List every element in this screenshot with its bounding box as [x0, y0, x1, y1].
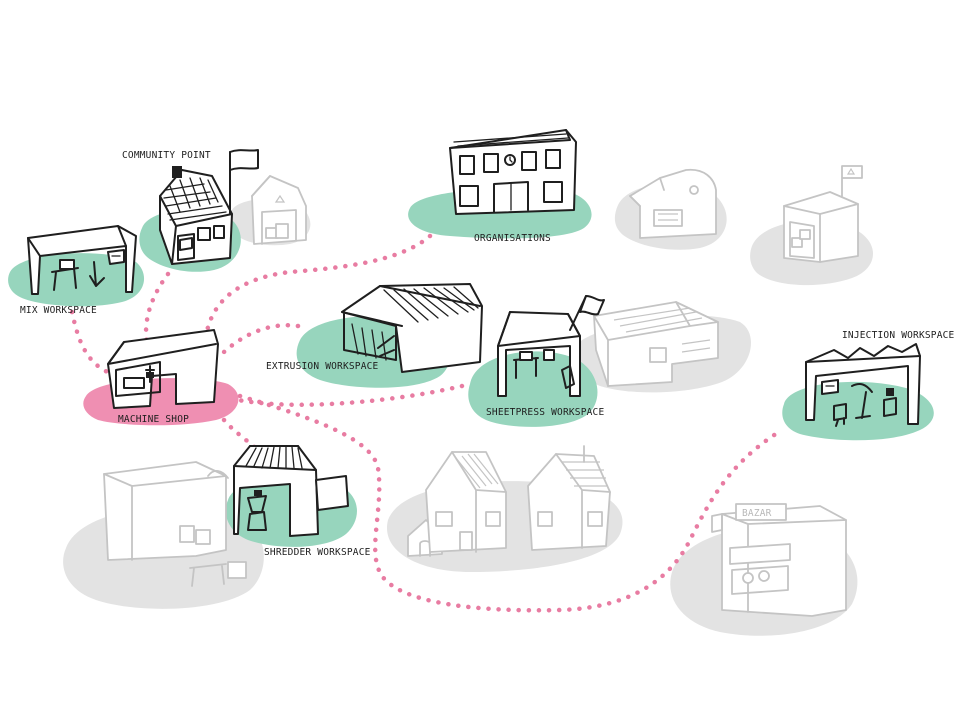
path-mix-to-machine: [69, 309, 115, 377]
organisations-building: [449, 129, 577, 215]
path-extrusion-to-machine: [221, 323, 301, 355]
gray-bazar: BAZAR: [711, 503, 847, 617]
label-injection-workspace: INJECTION WORKSPACE: [842, 330, 955, 341]
gray-warehouse: [593, 301, 719, 387]
recycle-icon: [274, 194, 286, 203]
label-community-point: COMMUNITY POINT: [122, 150, 211, 161]
extrusion-workspace-building: [341, 283, 483, 373]
path-sheetpress-to-machine: [235, 383, 465, 408]
flag-icon: [841, 165, 863, 197]
path-org-to-machine: [203, 233, 433, 339]
injection-workspace-building: [805, 343, 921, 427]
labels: COMMUNITY POINT MIX WORKSPACE ORGANISATI…: [20, 150, 955, 558]
gray-house-small: [251, 175, 307, 245]
gray-houses: [407, 445, 611, 557]
gray-workshop-top-mid: [629, 168, 717, 239]
label-extrusion-workspace: EXTRUSION WORKSPACE: [266, 361, 379, 372]
label-shredder-workspace: SHREDDER WORKSPACE: [264, 547, 371, 558]
path-machine-to-injection: [237, 393, 785, 613]
bazar-sign: [735, 503, 787, 521]
house-icon: [527, 453, 611, 551]
gray-recycling-center: [783, 165, 863, 263]
sheetpress-workspace-building: [497, 295, 605, 397]
label-mix-workspace: MIX WORKSPACE: [20, 305, 97, 316]
mix-workspace-building: [27, 225, 137, 295]
label-organisations: ORGANISATIONS: [474, 233, 551, 244]
machine-shop-building: [107, 329, 219, 409]
community-point-building: [159, 149, 259, 265]
label-sheetpress-workspace: SHEETPRESS WORKSPACE: [486, 407, 604, 418]
label-machine-shop: MACHINE SHOP: [118, 414, 189, 425]
shredder-workspace-building: [233, 445, 349, 537]
gray-large-box-left: [103, 461, 247, 587]
market-stall-icon: [729, 543, 791, 565]
blob-green-injection: [782, 381, 934, 441]
bazar-sign-text: BAZAR: [742, 508, 772, 519]
recycle-icon: [846, 167, 856, 175]
